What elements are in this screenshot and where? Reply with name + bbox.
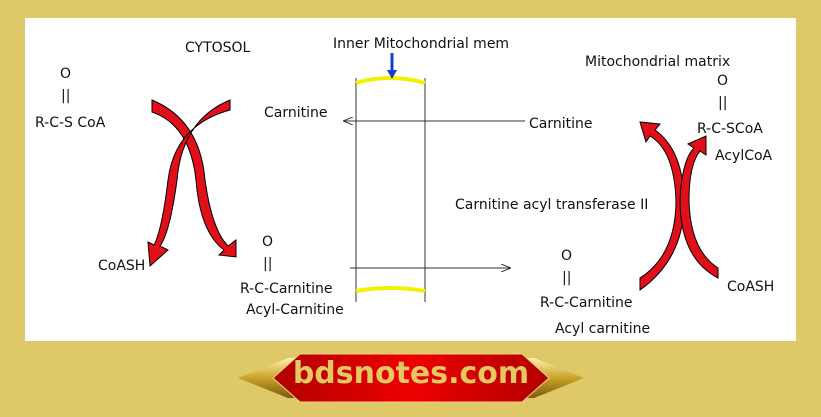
carnitine-right-label: Carnitine: [529, 116, 593, 132]
inner-membrane-label: Inner Mitochondrial mem: [333, 36, 509, 52]
carnitine-shuttle-diagram: CYTOSOL Inner Mitochondrial mem Mitochon…: [35, 36, 774, 337]
brand-banner: bdsnotes.com: [238, 350, 584, 406]
banner-shape: [238, 353, 584, 403]
enzyme-label: Carnitine acyl transferase II: [455, 197, 648, 213]
left-acylcoa: R-C-S CoA: [35, 115, 106, 131]
diagram-panel: CYTOSOL Inner Mitochondrial mem Mitochon…: [25, 18, 796, 341]
cytosol-label: CYTOSOL: [185, 40, 251, 56]
right-double-bond: ||: [718, 95, 727, 111]
membrane-top-highlight: [355, 76, 426, 85]
bottom-acyl-carnitine: Acyl carnitine: [555, 321, 650, 337]
left-double-bond: ||: [61, 88, 70, 104]
right-coash: CoASH: [727, 279, 774, 295]
mid-rc-carnitine: R-C-Carnitine: [240, 281, 333, 297]
right-reaction-arrows: [639, 121, 719, 291]
matrix-label: Mitochondrial matrix: [585, 54, 730, 70]
right-acylcoa: AcylCoA: [715, 148, 773, 164]
left-reaction-arrows: [147, 99, 237, 268]
membrane-bottom-highlight: [355, 286, 426, 293]
brand-logo-text: bdsnotes.com: [292, 356, 530, 391]
mid-acyl-carnitine: Acyl-Carnitine: [246, 302, 344, 318]
mid-double-bond: ||: [263, 256, 272, 272]
carnitine-left-label: Carnitine: [264, 105, 328, 121]
right-oxygen: O: [717, 73, 728, 89]
left-coash: CoASH: [98, 258, 145, 274]
right-rc-scoa: R-C-SCoA: [697, 121, 763, 137]
left-oxygen: O: [60, 66, 71, 82]
bottom-rc-carnitine: R-C-Carnitine: [540, 295, 633, 311]
pointer-arrow-head: [387, 70, 397, 79]
bottom-oxygen: O: [561, 248, 572, 264]
mid-oxygen: O: [262, 234, 273, 250]
bottom-double-bond: ||: [562, 270, 571, 286]
